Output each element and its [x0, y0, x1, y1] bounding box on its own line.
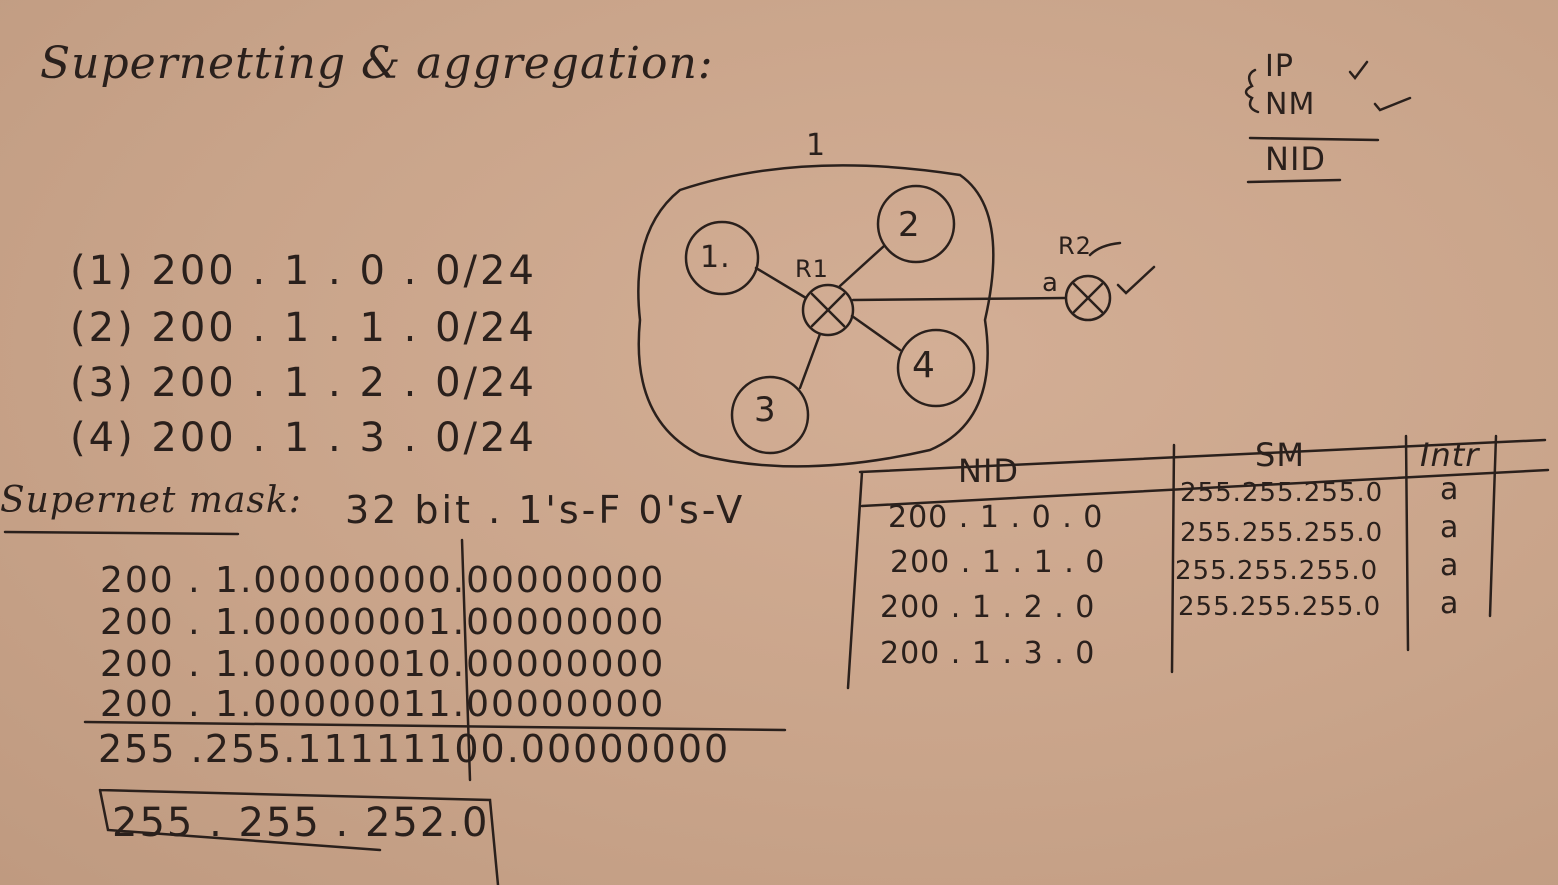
table-top-line: [858, 438, 1547, 474]
table-header-line: [860, 468, 1550, 508]
table-header-nid: NID: [958, 452, 1020, 490]
network-node-4-label: 4: [912, 345, 936, 386]
final-supernet-mask: 255 . 255 . 252.0: [112, 800, 490, 846]
network-4: (4) 200 . 1 . 3 . 0/24: [70, 415, 537, 461]
binary-row-1: 200 . 1.00000000.00000000: [100, 560, 666, 601]
network-address: 200 . 1 . 0 . 0/24: [151, 248, 537, 294]
legend-brace: [1244, 68, 1260, 114]
network-node-2-label: 2: [898, 205, 921, 245]
network-1: (1) 200 . 1 . 0 . 0/24: [70, 248, 537, 294]
binary-row-2: 200 . 1.00000001.00000000: [100, 602, 666, 643]
table-header-sm: SM: [1255, 436, 1305, 474]
supernet-mask-info: 32 bit . 1's-F 0's-V: [345, 488, 746, 532]
router-2-underline: [1088, 241, 1122, 257]
binary-sum-line: [83, 720, 787, 732]
diagram-top-mark: 1: [806, 128, 827, 163]
network-number: (3): [70, 360, 136, 406]
table-cell-nid: 200 . 1 . 3 . 0: [880, 636, 1096, 671]
network-node-1-label: 1.: [700, 240, 731, 275]
legend-item-nm: NM: [1265, 87, 1316, 122]
router-2: [1064, 274, 1112, 322]
network-2: (2) 200 . 1 . 1 . 0/24: [70, 305, 537, 351]
table-left-border: [846, 470, 864, 690]
network-number: (2): [70, 305, 136, 351]
table-cell-sm: 255.255.255.0: [1178, 592, 1382, 622]
table-col-divider: [1170, 443, 1176, 674]
table-cell-nid: 200 . 1 . 0 . 0: [888, 500, 1104, 535]
table-cell-nid: 200 . 1 . 1 . 0: [890, 545, 1106, 580]
binary-row-3: 200 . 1.00000010.00000000: [100, 644, 666, 685]
network-number: (4): [70, 415, 136, 461]
router-1: [801, 283, 855, 337]
table-col-divider: [1404, 434, 1410, 652]
network-node-2: [876, 184, 956, 264]
table-cell-intr: a: [1440, 510, 1460, 545]
table-right-border: [1488, 434, 1498, 618]
table-cell-sm: 255.255.255.0: [1180, 518, 1384, 548]
final-mask-box: [98, 788, 500, 885]
network-address: 200 . 1 . 2 . 0/24: [151, 360, 537, 406]
page-title: Supernetting & aggregation:: [40, 38, 714, 89]
legend-underline: [1246, 178, 1342, 184]
table-cell-intr: a: [1440, 586, 1460, 621]
network-node-3-label: 3: [754, 390, 777, 430]
binary-boundary-line: [460, 538, 472, 782]
check-mark-icon: [1373, 96, 1412, 112]
network-3: (3) 200 . 1 . 2 . 0/24: [70, 360, 537, 406]
router-1-label: R1: [795, 255, 829, 283]
network-node-1: [684, 220, 760, 296]
legend-result: NID: [1265, 140, 1327, 178]
binary-row-4: 200 . 1.00000011.00000000: [100, 684, 666, 725]
table-cell-intr: a: [1440, 548, 1460, 583]
check-mark-icon: [1116, 265, 1156, 295]
legend-sum-line: [1248, 136, 1380, 142]
binary-result: 255 .255.11111100.00000000: [98, 727, 731, 771]
network-number: (1): [70, 248, 136, 294]
table-cell-intr: a: [1440, 472, 1460, 507]
network-cloud: [637, 164, 995, 468]
interface-label: a: [1042, 268, 1059, 298]
network-node-3: [730, 375, 810, 455]
router-2-label: R2: [1058, 232, 1092, 260]
network-address: 200 . 1 . 1 . 0/24: [151, 305, 537, 351]
network-address: 200 . 1 . 3 . 0/24: [151, 415, 537, 461]
table-cell-sm: 255.255.255.0: [1175, 556, 1379, 586]
supernet-mask-label: Supernet mask:: [0, 480, 302, 521]
supernet-label-underline: [3, 530, 240, 536]
legend-item-ip: IP: [1265, 49, 1294, 84]
legend: IP NM: [1265, 48, 1315, 124]
table-cell-nid: 200 . 1 . 2 . 0: [880, 590, 1096, 625]
check-mark-icon: [1348, 60, 1369, 81]
network-node-4: [896, 328, 976, 408]
